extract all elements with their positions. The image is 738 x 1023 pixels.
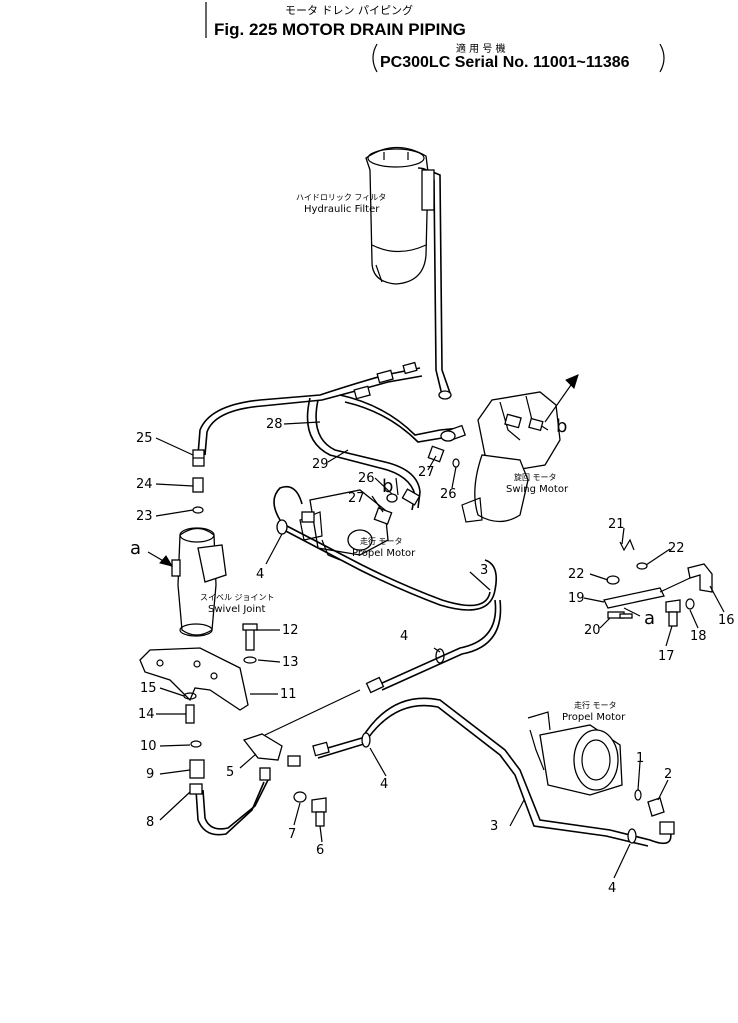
propel-motor-upper-label-jp: 走行 モータ [360, 536, 403, 546]
propel-motor-upper-drawing [273, 485, 389, 561]
callout-2: 2 [664, 767, 672, 782]
callout-24: 24 [136, 477, 153, 492]
lower-hose [189, 689, 361, 836]
applicable-serial-range: PC300LC Serial No. 11001~11386 [380, 54, 630, 71]
callout-1: 1 [636, 751, 644, 766]
figure-title: Fig. 225 MOTOR DRAIN PIPING [214, 20, 466, 39]
hydraulic-filter-drawing [365, 146, 452, 400]
callout-4-middle: 4 [400, 629, 408, 644]
callout-27-upper: 27 [418, 465, 435, 480]
propel-motor-lower-drawing [527, 711, 665, 817]
callout-15: 15 [140, 681, 157, 696]
propel-motor-lower-label: Propel Motor [562, 712, 626, 723]
ref-b-upper: b [556, 416, 567, 437]
ref-b-lower: b [382, 476, 393, 497]
ref-a-right: a [644, 608, 655, 629]
applicable-models-japanese: 適 用 号 機 [456, 42, 506, 55]
header: モータ ドレン パイピング Fig. 225 MOTOR DRAIN PIPIN… [205, 2, 665, 73]
swivel-joint-label: Swivel Joint [208, 604, 266, 615]
callout-5: 5 [226, 765, 234, 780]
ref-a-left: a [130, 538, 141, 559]
bracket-drawing [139, 623, 258, 779]
callout-6: 6 [316, 843, 324, 858]
callout-22-left: 22 [568, 567, 585, 582]
drain-pipe-upper [276, 519, 502, 694]
swivel-joint-label-jp: スイベル ジョイント [200, 593, 275, 602]
callout-numbers: 25 28 24 23 29 26 27 26 27 4 3 21 22 22 … [136, 417, 735, 896]
callout-3-upper: 3 [480, 563, 488, 578]
callout-16: 16 [718, 613, 735, 628]
callout-19: 19 [568, 591, 585, 606]
callout-14: 14 [138, 707, 155, 722]
hydraulic-filter-label-jp: ハイドロリック フィルタ [296, 193, 386, 202]
callout-11: 11 [280, 687, 297, 702]
propel-motor-upper-label: Propel Motor [352, 548, 416, 559]
callout-22-right: 22 [668, 541, 685, 556]
callout-4-bottom: 4 [608, 881, 616, 896]
callout-23: 23 [136, 509, 153, 524]
swing-motor-drawing [440, 391, 561, 523]
hydraulic-filter-label: Hydraulic Filter [304, 204, 380, 215]
callout-4-lower: 4 [380, 777, 388, 792]
drain-pipe-lower [312, 697, 675, 847]
callout-9: 9 [146, 767, 154, 782]
callout-17: 17 [658, 649, 675, 664]
swing-motor-label-jp: 旋回 モータ [514, 472, 557, 482]
callout-7: 7 [288, 827, 296, 842]
callout-20: 20 [584, 623, 601, 638]
title-japanese: モータ ドレン パイピング [285, 3, 413, 17]
swing-motor-label: Swing Motor [506, 484, 569, 495]
callout-21: 21 [608, 517, 625, 532]
leader-lines [155, 421, 725, 879]
callout-13: 13 [282, 655, 299, 670]
propel-motor-lower-label-jp: 走行 モータ [574, 700, 617, 710]
callout-25: 25 [136, 431, 153, 446]
callout-26-upper: 26 [358, 471, 375, 486]
callout-8: 8 [146, 815, 154, 830]
clamp-assembly-drawing [603, 538, 713, 627]
callout-26-lower: 26 [440, 487, 457, 502]
callout-28: 28 [266, 417, 283, 432]
callout-12: 12 [282, 623, 299, 638]
callout-27-lower: 27 [348, 491, 365, 506]
callout-3-lower: 3 [490, 819, 498, 834]
callout-18: 18 [690, 629, 707, 644]
callout-29: 29 [312, 457, 329, 472]
upper-hoses [192, 361, 467, 511]
swivel-joint-drawing [171, 527, 227, 637]
callout-4-upper: 4 [256, 567, 264, 582]
callout-10: 10 [140, 739, 157, 754]
